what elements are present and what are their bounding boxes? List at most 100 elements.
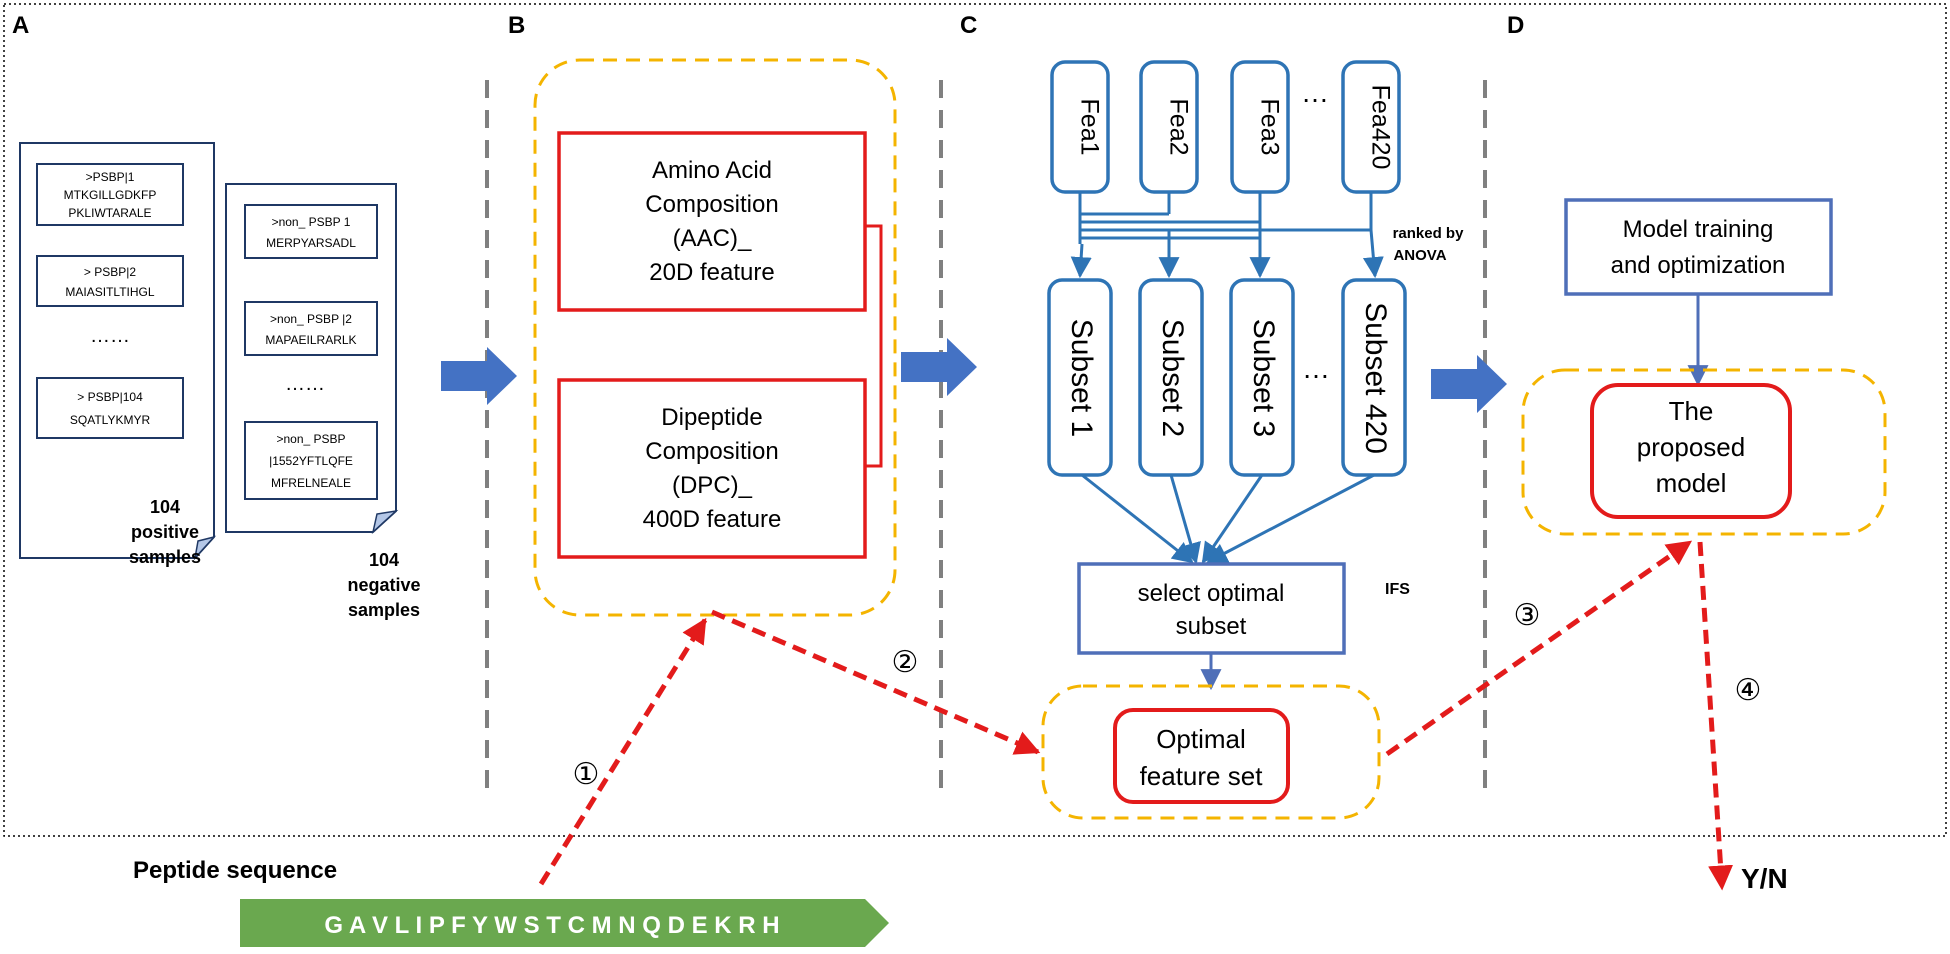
subset-box-1 — [1047, 278, 1113, 477]
panel-label-a: A — [12, 12, 29, 39]
model-line-3: model — [1656, 468, 1727, 498]
positive-record-2-id: > PSBP|2 — [84, 265, 136, 279]
subset-label-2: Subset 2 — [1156, 319, 1189, 437]
positive-record-3 — [36, 377, 184, 439]
panel-label-b: B — [508, 12, 525, 39]
feature-columns: Fea1 Fea2 Fea3 Fea420 … — [1050, 60, 1401, 194]
positive-record-3-id: > PSBP|104 — [77, 390, 143, 404]
step-2-arrow — [711, 609, 1041, 755]
flow-arrow-a-to-b — [441, 347, 517, 405]
positive-record-1 — [36, 163, 184, 226]
negative-record-1-id: >non_ PSBP 1 — [272, 215, 351, 229]
select-optimal-subset-box — [1077, 562, 1346, 655]
model-training-box — [1564, 198, 1833, 296]
output-label: Y/N — [1741, 863, 1788, 894]
negative-word: negative — [347, 575, 420, 595]
positive-record-1-seq-1: MTKGILLGDKFP — [64, 188, 157, 202]
negative-count: 104 — [369, 550, 399, 570]
negative-record-2-id: >non_ PSBP |2 — [270, 312, 352, 326]
negative-record-3-seq-1: |1552YFTLQFE — [269, 454, 353, 468]
aac-line-3: (AAC)_ — [673, 225, 752, 252]
outer-frame — [3, 3, 1947, 837]
negative-samples-document: >non_ PSBP 1 MERPYARSADL >non_ PSBP |2 M… — [225, 183, 399, 535]
subset-columns: Subset 1 Subset 2 Subset 3 Subset 420 … — [1047, 278, 1407, 477]
select-optimal-line-2: subset — [1176, 613, 1247, 640]
feature-label-1: Fea1 — [1075, 99, 1103, 156]
dpc-line-3: (DPC)_ — [672, 472, 753, 499]
peptide-sequence-arrow — [240, 899, 889, 947]
panel-label-d: D — [1507, 12, 1524, 39]
aac-box — [557, 131, 867, 312]
dpc-line-4: 400D feature — [643, 506, 782, 533]
optimal-feature-set-box — [1113, 708, 1290, 804]
panel-label-c: C — [960, 12, 977, 39]
subset-converging-arrows — [1081, 473, 1375, 565]
step-arrows — [538, 539, 1734, 891]
negative-record-2-seq: MAPAEILRARLK — [265, 333, 356, 347]
optimal-line-1: Optimal — [1156, 724, 1246, 754]
model-line-1: The — [1669, 396, 1714, 426]
dpc-box — [557, 378, 867, 559]
step-4-label: ④ — [1735, 674, 1762, 707]
model-training-line-1: Model training — [1623, 216, 1774, 243]
step-2-label: ② — [892, 646, 919, 679]
negative-record-3 — [244, 421, 378, 500]
aac-dpc-bracket — [865, 224, 883, 468]
ranked-by-label-2: ANOVA — [1393, 247, 1446, 264]
step-1-label: ① — [573, 758, 600, 791]
positive-record-1-id: >PSBP|1 — [86, 170, 135, 184]
flow-arrow-c-to-d — [1431, 355, 1507, 413]
separators — [485, 80, 1487, 800]
aac-line-4: 20D feature — [649, 259, 774, 286]
negative-samples-label: 104 negative samples — [347, 550, 420, 620]
feature-ellipsis: … — [1301, 77, 1329, 108]
positive-ellipsis: …… — [90, 325, 130, 347]
subset-label-3: Subset 3 — [1247, 319, 1280, 437]
peptide-title: Peptide sequence — [133, 857, 337, 884]
negative-record-1-seq: MERPYARSADL — [266, 236, 356, 250]
flow-arrow-b-to-c — [901, 338, 977, 396]
positive-word: positive — [131, 522, 199, 542]
dpc-line-2: Composition — [645, 438, 778, 465]
aac-line-1: Amino Acid — [652, 157, 772, 184]
select-optimal-line-1: select optimal — [1138, 580, 1285, 607]
positive-count: 104 — [150, 497, 180, 517]
feature-extraction-group — [533, 58, 897, 617]
proposed-model-box — [1590, 383, 1792, 519]
negative-ellipsis: …… — [285, 373, 325, 395]
subset-label-1: Subset 1 — [1065, 319, 1098, 437]
model-line-2: proposed — [1637, 432, 1745, 462]
step-1-arrow — [538, 617, 708, 886]
positive-record-2-seq: MAIASITLTIHGL — [65, 285, 154, 299]
positive-record-1-seq-2: PKLIWTARALE — [68, 206, 151, 220]
step-4-arrow — [1697, 541, 1734, 891]
negative-record-1 — [244, 204, 378, 259]
positive-record-3-seq: SQATLYKMYR — [70, 413, 151, 427]
peptide-sequence: G A V L I P F Y W S T C M N Q D E K R H — [324, 912, 779, 939]
negative-record-2 — [244, 301, 378, 356]
dpc-line-1: Dipeptide — [661, 404, 762, 431]
step-3-arrow — [1385, 539, 1693, 757]
optimal-feature-group — [1041, 684, 1381, 820]
step-3-label: ③ — [1514, 599, 1541, 632]
optimal-line-2: feature set — [1140, 761, 1264, 791]
model-training-line-2: and optimization — [1611, 252, 1786, 279]
positive-record-2 — [36, 255, 184, 307]
ifs-label: IFS — [1385, 581, 1410, 598]
negative-record-3-id: >non_ PSBP — [276, 432, 345, 446]
negative-samples-word: samples — [348, 600, 420, 620]
subset-label-420: Subset 420 — [1359, 302, 1392, 454]
ranking-connectors — [1070, 192, 1384, 279]
ranked-by-label-1: ranked by — [1393, 225, 1465, 242]
positive-samples-word: samples — [129, 547, 201, 567]
negative-record-3-seq-2: MFRELNEALE — [271, 476, 351, 490]
feature-label-3: Fea3 — [1255, 99, 1283, 156]
feature-label-2: Fea2 — [1164, 99, 1192, 156]
positive-samples-label: 104 positive samples — [129, 497, 201, 567]
aac-line-2: Composition — [645, 191, 778, 218]
positive-samples-document: >PSBP|1 MTKGILLGDKFP PKLIWTARALE > PSBP|… — [19, 142, 217, 561]
feature-label-420: Fea420 — [1366, 85, 1394, 170]
subset-ellipsis: … — [1302, 353, 1330, 384]
proposed-model-group — [1521, 368, 1887, 536]
